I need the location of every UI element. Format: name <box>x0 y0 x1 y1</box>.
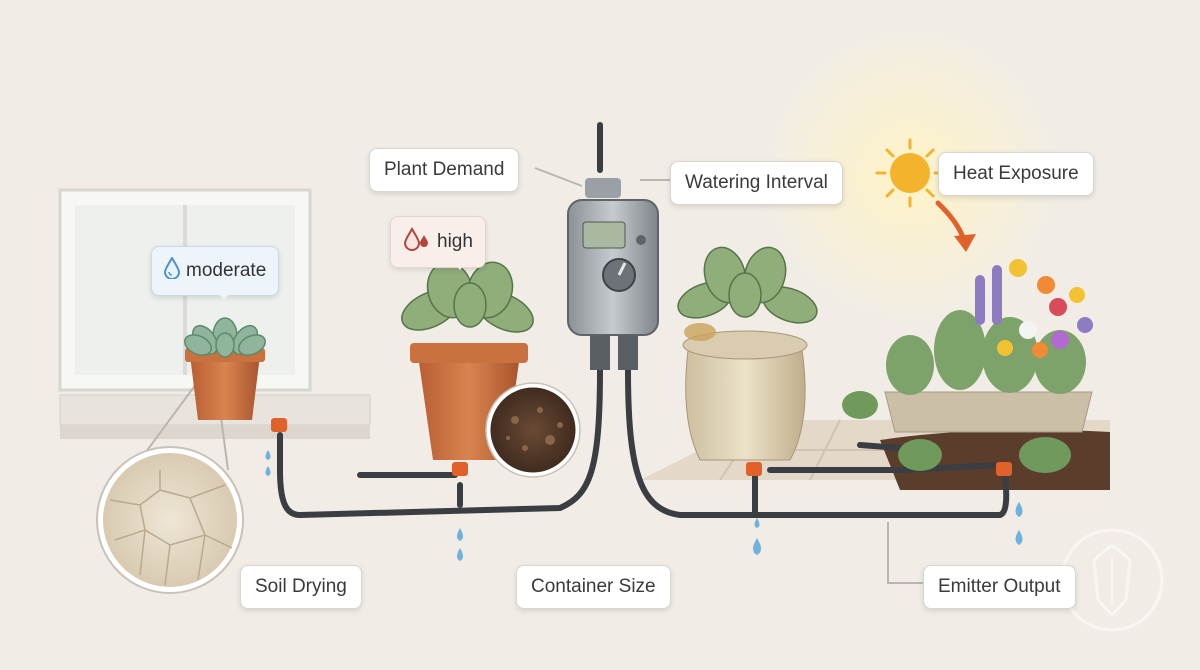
label-plant-demand: Plant Demand <box>369 148 520 192</box>
succulent-pot <box>184 317 266 420</box>
label-container-size: Container Size <box>516 565 671 609</box>
high-demand-badge: high <box>390 216 486 268</box>
label-heat-exposure: Heat Exposure <box>938 152 1094 196</box>
sun-icon <box>875 138 945 208</box>
moist-soil-magnifier <box>485 382 581 478</box>
shield-logo-icon <box>1060 528 1164 632</box>
irrigation-timer <box>567 178 659 370</box>
moderate-demand-badge: moderate <box>151 246 280 296</box>
water-drop-icon <box>403 226 431 257</box>
emitter <box>996 462 1012 476</box>
emitter <box>746 462 762 476</box>
water-drops <box>265 440 1023 561</box>
arrow-icon <box>935 200 976 252</box>
moderate-demand-text: moderate <box>186 260 267 282</box>
callout-line-demand <box>534 167 583 187</box>
dry-soil-magnifier <box>96 446 244 594</box>
high-badge-tail <box>452 260 468 270</box>
flower-planter <box>842 259 1093 473</box>
drip-tubing <box>277 122 1010 519</box>
water-drop-icon <box>163 255 181 285</box>
moderate-badge-tail <box>216 290 232 300</box>
label-watering-interval: Watering Interval <box>670 161 843 205</box>
terracotta-pot <box>401 261 534 460</box>
emitter <box>271 418 287 432</box>
label-soil-drying: Soil Drying <box>240 565 362 609</box>
callout-line-emitter <box>887 522 925 584</box>
emitter <box>452 462 468 476</box>
window <box>58 188 371 439</box>
high-demand-text: high <box>437 231 473 253</box>
urn-pot <box>677 246 818 461</box>
emitters <box>271 418 1012 476</box>
label-emitter-output: Emitter Output <box>923 565 1076 609</box>
